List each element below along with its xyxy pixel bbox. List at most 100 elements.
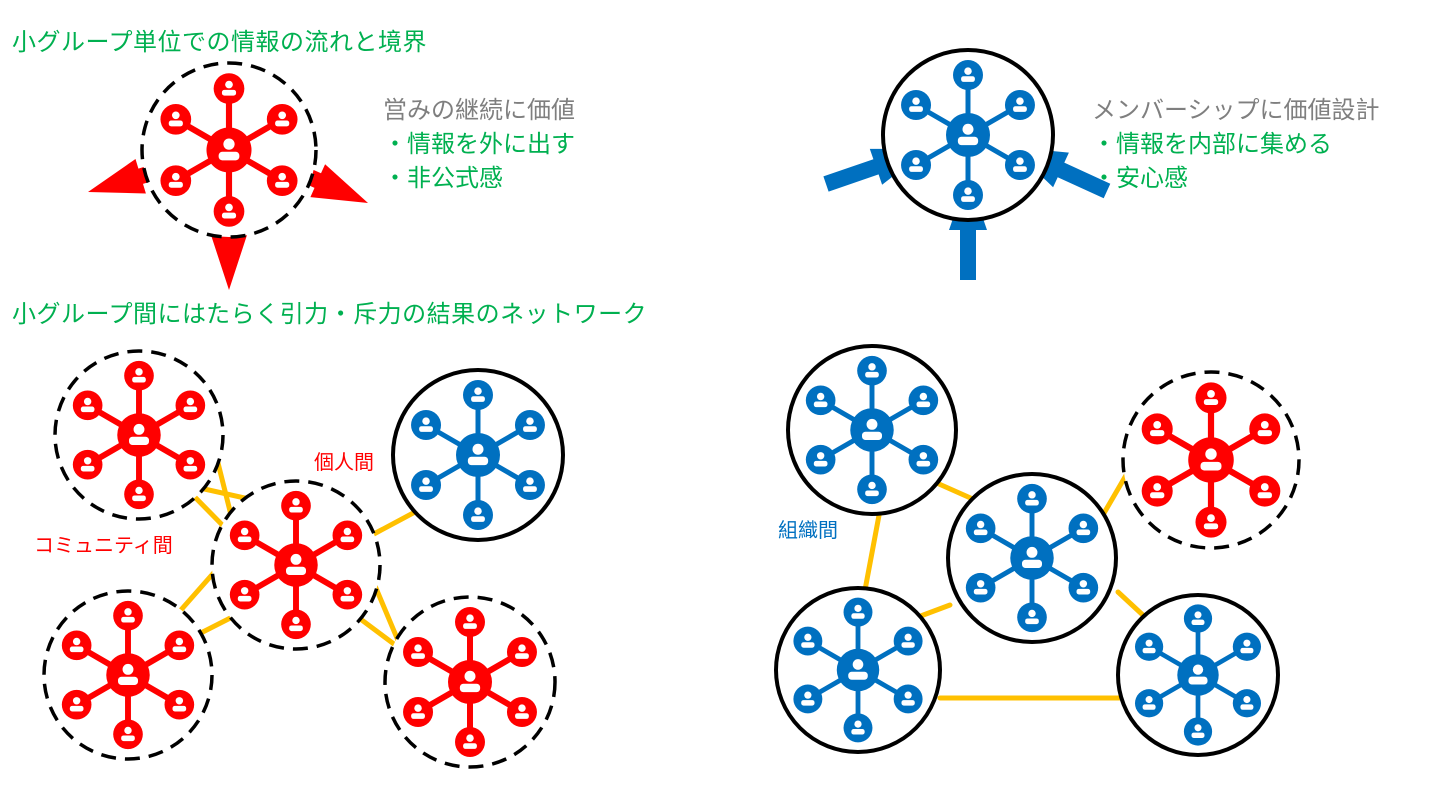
member-person-icon [793, 684, 823, 714]
member-person-icon [229, 579, 260, 610]
community-group-bottom-left [42, 589, 214, 761]
member-person-icon [332, 520, 363, 551]
member-person-icon [1141, 413, 1173, 445]
member-person-icon [124, 479, 154, 510]
top-heading: 小グループ単位での情報の流れと境界 [12, 28, 428, 56]
member-person-icon [1141, 475, 1173, 507]
member-person-icon [403, 637, 434, 667]
member-person-icon [1249, 475, 1281, 507]
member-person-icon [164, 689, 195, 720]
member-person-icon [175, 390, 206, 421]
member-person-icon [61, 689, 92, 720]
member-person-icon [805, 444, 836, 475]
member-person-icon [403, 697, 434, 727]
community-group-center [210, 479, 382, 651]
member-person-icon [1249, 413, 1281, 445]
connection-line [862, 507, 883, 593]
member-person-icon [124, 360, 154, 391]
member-person-icon [175, 449, 206, 480]
informal-item-informality: ・非公式感 [383, 164, 503, 192]
community-group-right [1121, 370, 1301, 550]
member-person-icon [1017, 602, 1047, 633]
member-person-icon [113, 719, 143, 750]
hub-person-icon [946, 113, 990, 157]
member-person-icon [901, 90, 932, 120]
member-person-icon [1134, 689, 1164, 718]
member-person-icon [1195, 506, 1227, 538]
hub-person-icon [456, 433, 500, 477]
member-person-icon [281, 609, 311, 640]
member-person-icon [893, 626, 923, 656]
member-person-icon [266, 103, 298, 135]
member-person-icon [965, 513, 996, 544]
organization-group-b [946, 472, 1118, 644]
connection-line [915, 602, 953, 620]
member-person-icon [281, 490, 311, 521]
member-person-icon [843, 713, 873, 743]
member-person-icon [229, 520, 260, 551]
member-person-icon [506, 637, 537, 667]
member-person-icon [1232, 632, 1262, 661]
member-person-icon [72, 390, 103, 421]
formal-item-gather-inside: ・情報を内部に集める [1092, 130, 1332, 158]
member-person-icon [843, 597, 873, 627]
hub-person-icon [274, 543, 318, 587]
member-person-icon [1004, 150, 1035, 180]
member-person-icon [164, 630, 195, 661]
member-person-icon [1232, 689, 1262, 718]
member-person-icon [908, 385, 939, 416]
member-person-icon [1004, 90, 1035, 120]
hub-person-icon [206, 127, 252, 173]
label-interorganization: 組織間 [778, 518, 838, 542]
member-person-icon [1183, 604, 1213, 633]
member-person-icon [1017, 483, 1047, 514]
organization-group-a [786, 344, 958, 516]
member-person-icon [213, 196, 245, 227]
member-person-icon [113, 600, 143, 631]
member-person-icon [1183, 717, 1213, 746]
member-person-icon [213, 73, 245, 104]
member-person-icon [332, 579, 363, 610]
member-person-icon [953, 180, 983, 210]
member-person-icon [160, 165, 192, 197]
member-person-icon [160, 103, 192, 135]
member-person-icon [463, 500, 493, 530]
top-formal-group [881, 48, 1055, 222]
informal-item-share-outside: ・情報を外に出す [383, 130, 575, 158]
formal-value-title: メンバーシップに価値設計 [1092, 96, 1380, 124]
member-person-icon [857, 474, 887, 505]
label-intercommunity: コミュニティ間 [34, 533, 173, 557]
hub-person-icon [850, 408, 894, 452]
member-person-icon [455, 727, 485, 757]
member-person-icon [857, 355, 887, 386]
bottom-heading: 小グループ間にはたらく引力・斥力の結果のネットワーク [12, 300, 648, 328]
member-person-icon [953, 60, 983, 90]
member-person-icon [463, 380, 493, 410]
hub-person-icon [836, 648, 880, 692]
hub-person-icon [117, 413, 161, 457]
member-person-icon [1068, 572, 1099, 603]
organization-group-top-right [391, 368, 565, 542]
inflow-arrow-bottom [949, 175, 987, 280]
member-person-icon [411, 410, 442, 440]
community-group-bottom-right [383, 595, 557, 769]
formal-item-security: ・安心感 [1092, 164, 1188, 192]
group-layer [42, 48, 1301, 769]
member-person-icon [965, 572, 996, 603]
member-person-icon [893, 684, 923, 714]
member-person-icon [805, 385, 836, 416]
connection-line [1115, 589, 1148, 620]
member-person-icon [901, 150, 932, 180]
community-group-top-left [53, 349, 225, 521]
hub-person-icon [448, 660, 492, 704]
member-person-icon [506, 697, 537, 727]
member-person-icon [1068, 513, 1099, 544]
organization-group-c [774, 586, 942, 754]
member-person-icon [411, 470, 442, 500]
member-person-icon [514, 470, 545, 500]
label-interpersonal: 個人間 [314, 450, 374, 474]
member-person-icon [1195, 382, 1227, 414]
member-person-icon [514, 410, 545, 440]
